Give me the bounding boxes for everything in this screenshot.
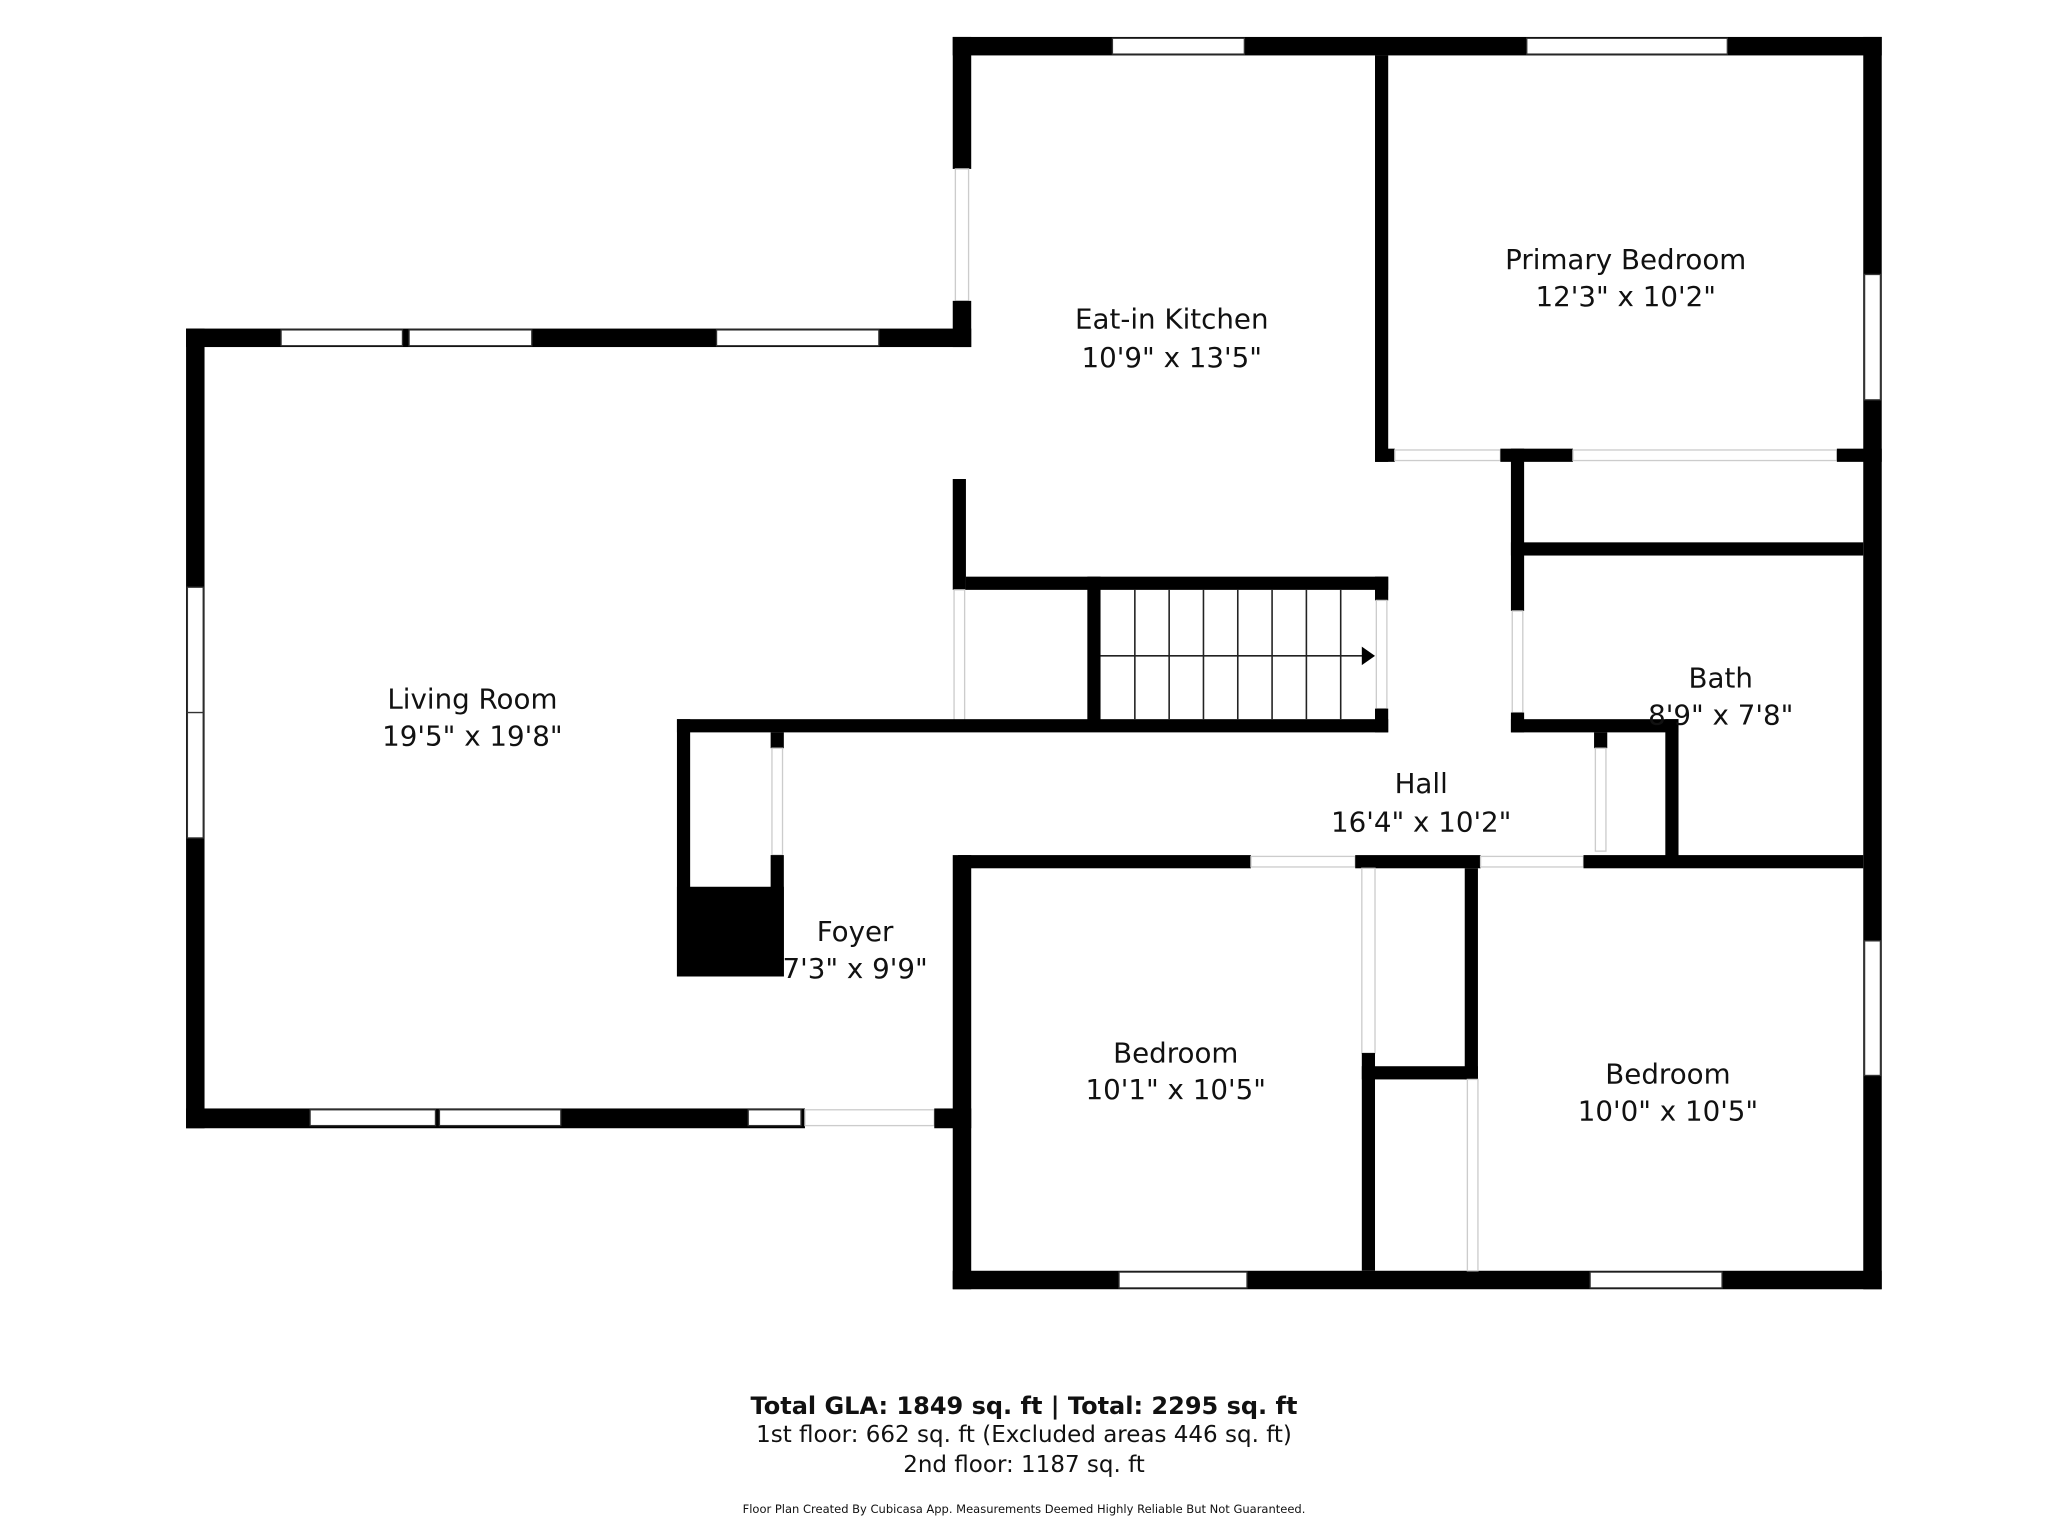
room-name: Living Room: [387, 683, 557, 716]
room-size: 7'3" x 9'9": [782, 952, 927, 985]
room-size: 16'4" x 10'2": [1331, 805, 1511, 838]
room-size: 19'5" x 19'8": [382, 720, 562, 753]
walls: [186, 36, 1882, 1290]
room-name: Primary Bedroom: [1505, 243, 1746, 276]
room-size: 10'0" x 10'5": [1578, 1094, 1758, 1127]
room-labels: Eat-in Kitchen 10'9" x 13'5" Primary Bed…: [382, 243, 1793, 1127]
room-size: 10'9" x 13'5": [1082, 341, 1262, 374]
room-name: Bedroom: [1605, 1057, 1730, 1090]
disclaimer: Floor Plan Created By Cubicasa App. Meas…: [742, 1502, 1306, 1516]
room-size: 8'9" x 7'8": [1648, 698, 1793, 731]
room-name: Bath: [1689, 662, 1753, 695]
room-name: Bedroom: [1113, 1036, 1238, 1069]
room-name: Hall: [1395, 767, 1448, 800]
stair-arrow-icon: [1361, 646, 1376, 666]
staircase: [1100, 589, 1376, 720]
total-area: Total GLA: 1849 sq. ft | Total: 2295 sq.…: [750, 1392, 1298, 1420]
room-name: Eat-in Kitchen: [1075, 303, 1269, 336]
room-size: 12'3" x 10'2": [1535, 280, 1715, 313]
first-floor-area: 1st floor: 662 sq. ft (Excluded areas 44…: [756, 1422, 1292, 1448]
room-name: Foyer: [817, 915, 894, 948]
room-size: 10'1" x 10'5": [1086, 1073, 1266, 1106]
second-floor-area: 2nd floor: 1187 sq. ft: [903, 1452, 1145, 1478]
